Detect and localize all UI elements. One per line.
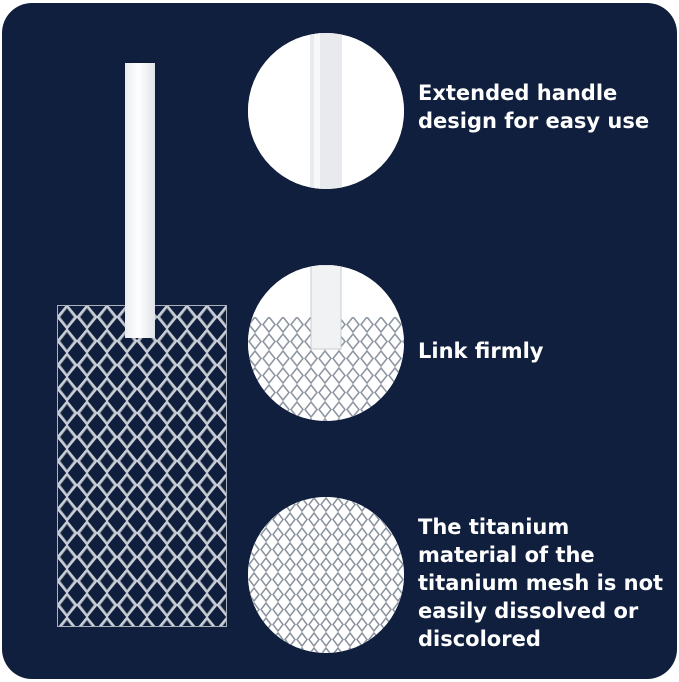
feature-label-handle: Extended handle design for easy use — [418, 81, 650, 133]
extended-handle — [125, 63, 155, 338]
mesh-detail-circle — [248, 497, 404, 653]
handle-detail-circle — [248, 33, 404, 189]
feature-label-material: The titanium material of the titanium me… — [418, 515, 664, 651]
link-detail-circle — [248, 265, 404, 421]
feature-label-link: Link firmly — [418, 339, 544, 363]
titanium-mesh-basket-image — [52, 63, 230, 628]
titanium-mesh-panel — [57, 305, 227, 627]
feature-card: Extended handle design for easy use Link… — [2, 3, 677, 679]
